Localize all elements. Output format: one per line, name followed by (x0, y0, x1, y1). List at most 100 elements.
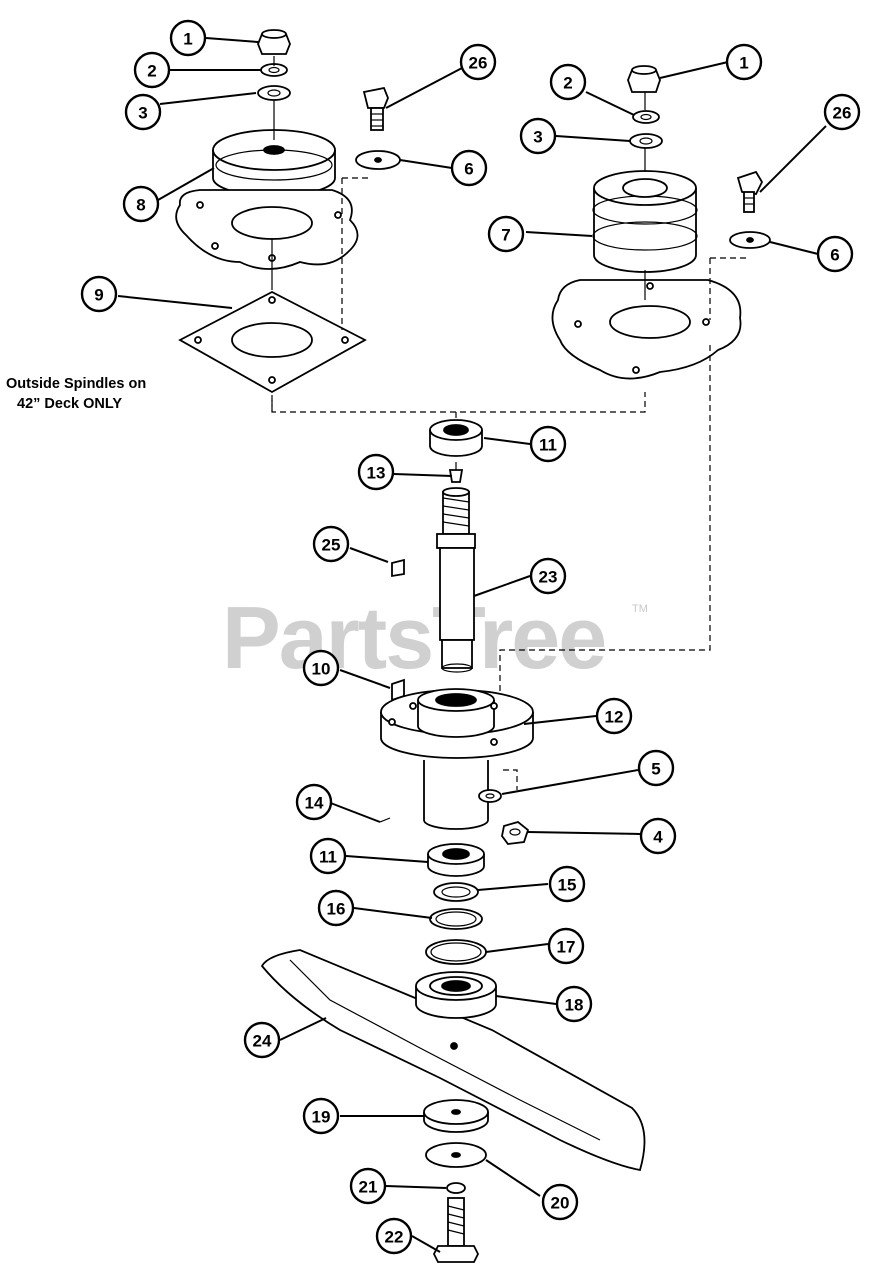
deck-note: Outside Spindles on 42” Deck ONLY (6, 376, 146, 412)
callout-circle (450, 149, 488, 187)
callout-8: 8 (122, 185, 160, 223)
callout-number: 1 (183, 30, 192, 49)
callout-circle (555, 985, 593, 1023)
callout-11: 11 (309, 837, 347, 875)
callout-3: 3 (519, 117, 557, 155)
callout-4: 4 (639, 817, 677, 855)
callout-number: 3 (138, 104, 147, 123)
callout-circle (349, 1167, 387, 1205)
callout-number: 26 (833, 104, 852, 123)
callout-circle (312, 525, 350, 563)
callout-number: 6 (830, 246, 839, 265)
left-pulley-assembly (175, 29, 401, 412)
callout-circle (295, 783, 333, 821)
callout-number: 4 (653, 828, 663, 847)
callout-circle (725, 43, 763, 81)
callout-circle (133, 51, 171, 89)
callout-15: 15 (548, 865, 586, 903)
callout-circle (357, 453, 395, 491)
callout-6: 6 (816, 235, 854, 273)
callout-number: 22 (385, 1228, 404, 1247)
callout-circle (459, 43, 497, 81)
callout-21: 21 (349, 1167, 387, 1205)
callout-12: 12 (595, 697, 633, 735)
callout-20: 20 (541, 1183, 579, 1221)
callout-circle (309, 837, 347, 875)
callout-number: 7 (501, 226, 510, 245)
callout-number: 2 (147, 62, 156, 81)
callout-circle (487, 215, 525, 253)
callout-circle (541, 1183, 579, 1221)
callout-25: 25 (312, 525, 350, 563)
callout-22: 22 (375, 1217, 413, 1255)
callout-circle (529, 557, 567, 595)
watermark-trademark: TM (632, 603, 648, 615)
callout-10: 10 (302, 649, 340, 687)
callout-number: 2 (563, 74, 572, 93)
callout-number: 20 (551, 1194, 570, 1213)
callout-circle (637, 749, 675, 787)
callout-number: 17 (557, 938, 576, 957)
deck-note-line2: 42” Deck ONLY (17, 396, 122, 412)
callout-number: 5 (651, 760, 660, 779)
callout-labels: 1232668912326761113252310125144111516171… (80, 19, 861, 1255)
callout-26: 26 (823, 93, 861, 131)
callout-number: 24 (253, 1032, 272, 1051)
callout-number: 12 (605, 708, 624, 727)
callout-circle (243, 1021, 281, 1059)
callout-number: 9 (94, 286, 103, 305)
callout-number: 26 (469, 54, 488, 73)
callout-number: 11 (319, 848, 337, 867)
callout-number: 15 (558, 876, 577, 895)
callout-6: 6 (450, 149, 488, 187)
callout-number: 13 (367, 464, 386, 483)
callout-circle (122, 185, 160, 223)
callout-23: 23 (529, 557, 567, 595)
callout-1: 1 (725, 43, 763, 81)
callout-circle (639, 817, 677, 855)
callout-11: 11 (529, 425, 567, 463)
callout-18: 18 (555, 985, 593, 1023)
callout-circle (80, 275, 118, 313)
callout-circle (302, 1097, 340, 1135)
callout-26: 26 (459, 43, 497, 81)
callout-number: 11 (539, 436, 557, 455)
callout-number: 1 (739, 54, 748, 73)
callout-13: 13 (357, 453, 395, 491)
callout-number: 6 (464, 160, 473, 179)
callout-16: 16 (317, 889, 355, 927)
leader-lines (117, 37, 827, 1253)
callout-circle (124, 93, 162, 131)
callout-circle (549, 63, 587, 101)
callout-number: 19 (312, 1108, 331, 1127)
callout-number: 14 (305, 794, 324, 813)
callout-1: 1 (169, 19, 207, 57)
callout-circle (317, 889, 355, 927)
callout-circle (595, 697, 633, 735)
callout-24: 24 (243, 1021, 281, 1059)
callout-number: 21 (359, 1178, 378, 1197)
callout-14: 14 (295, 783, 333, 821)
callout-5: 5 (637, 749, 675, 787)
callout-circle (816, 235, 854, 273)
callout-circle (169, 19, 207, 57)
callout-number: 16 (327, 900, 346, 919)
right-pulley-assembly (551, 65, 771, 380)
callout-2: 2 (549, 63, 587, 101)
callout-number: 3 (533, 128, 542, 147)
watermark-text: PartsTree (222, 588, 605, 687)
callout-circle (529, 425, 567, 463)
callout-circle (375, 1217, 413, 1255)
callout-2: 2 (133, 51, 171, 89)
spindle-shaft-assembly (260, 419, 646, 1263)
callout-number: 18 (565, 996, 584, 1015)
deck-note-line1: Outside Spindles on (6, 376, 146, 392)
callout-number: 10 (312, 660, 331, 679)
callout-circle (302, 649, 340, 687)
callout-circle (548, 865, 586, 903)
callout-circle (547, 927, 585, 965)
callout-17: 17 (547, 927, 585, 965)
callout-number: 23 (539, 568, 558, 587)
callout-3: 3 (124, 93, 162, 131)
